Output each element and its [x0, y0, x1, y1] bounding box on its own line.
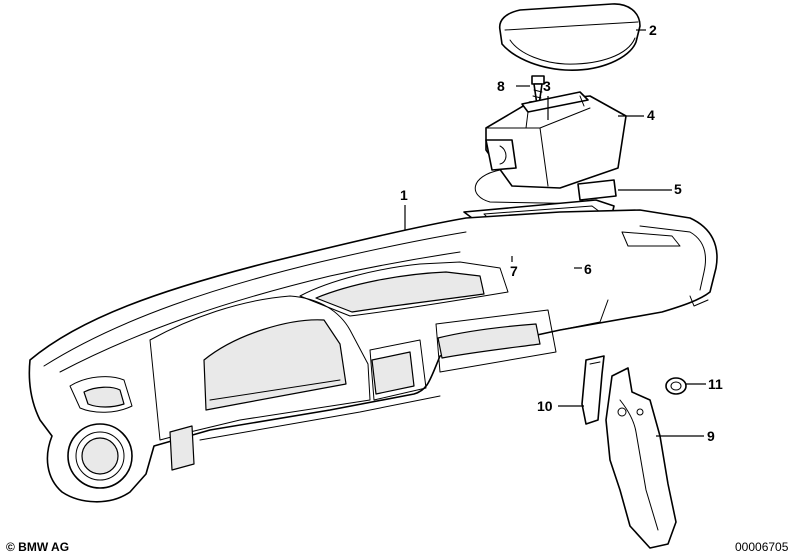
part-1-dashboard[interactable]: [28, 209, 718, 503]
callout-6[interactable]: 6: [584, 261, 592, 277]
callout-7[interactable]: 7: [510, 263, 518, 279]
callout-8[interactable]: 8: [497, 78, 505, 94]
part-9-side-trim[interactable]: [605, 367, 677, 549]
diagram-id-label: 00006705: [735, 540, 789, 554]
part-11-clip[interactable]: [665, 377, 687, 395]
part-8-screw[interactable]: [531, 75, 545, 113]
callout-5[interactable]: 5: [674, 181, 682, 197]
part-10-bracket[interactable]: [581, 355, 605, 425]
callout-11[interactable]: 11: [708, 376, 723, 392]
callout-4[interactable]: 4: [647, 107, 655, 123]
copyright-label: © BMW AG: [6, 540, 70, 554]
callout-3[interactable]: 3: [543, 78, 551, 94]
callout-10[interactable]: 10: [537, 398, 553, 414]
part-2-cover[interactable]: [498, 3, 641, 71]
part-4-airbag-module[interactable]: [474, 91, 627, 205]
callout-2[interactable]: 2: [649, 22, 657, 38]
callout-1[interactable]: 1: [400, 187, 408, 203]
callout-9[interactable]: 9: [707, 428, 715, 444]
